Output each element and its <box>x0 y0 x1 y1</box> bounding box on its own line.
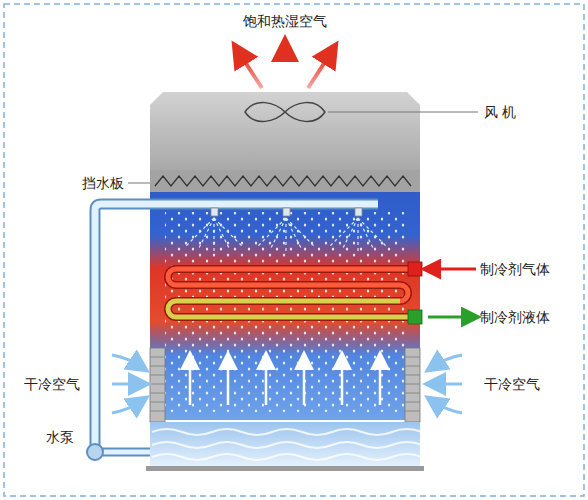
pump-label: 水泵 <box>46 428 74 446</box>
air-inlet-label: 干冷空气 <box>24 375 80 393</box>
eliminator-label: 挡水板 <box>82 174 124 192</box>
refrigerant-liquid-label: 制冷剂液体 <box>480 308 550 326</box>
refrigerant-gas-label: 制冷剂气体 <box>480 260 550 278</box>
exhaust-air-label: 饱和热湿空气 <box>230 12 340 30</box>
fan-label: 风 机 <box>484 103 516 121</box>
air-inlet-label: 干冷空气 <box>484 375 540 393</box>
